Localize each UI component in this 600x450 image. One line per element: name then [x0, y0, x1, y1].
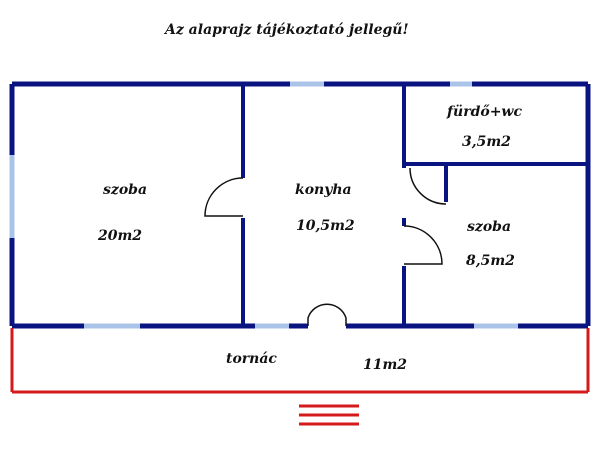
room-porch-area: 11m2 — [363, 357, 408, 373]
room-left-name: szoba — [103, 182, 148, 198]
entrance-stairs — [299, 404, 359, 426]
door-bath — [409, 167, 447, 205]
room-bath-area: 3,5m2 — [462, 134, 511, 150]
room-kitchen-name: konyha — [295, 182, 352, 198]
door-kitchen-right — [403, 225, 443, 265]
plan-caption: Az alaprajz tájékoztató jellegű! — [165, 22, 409, 38]
windows — [9, 81, 518, 329]
room-right-name: szoba — [467, 219, 512, 235]
interior-walls — [241, 84, 588, 326]
exterior-walls — [9, 81, 591, 329]
room-right-area: 8,5m2 — [466, 253, 515, 269]
door-entrance — [307, 303, 347, 326]
door-swings — [204, 167, 447, 326]
porch-outline — [10, 328, 590, 394]
door-left-kitchen — [204, 177, 244, 217]
room-bath-name: fürdő+wc — [447, 104, 523, 120]
room-kitchen-area: 10,5m2 — [296, 218, 355, 234]
room-left-area: 20m2 — [98, 228, 143, 244]
room-porch-name: tornác — [226, 351, 277, 367]
